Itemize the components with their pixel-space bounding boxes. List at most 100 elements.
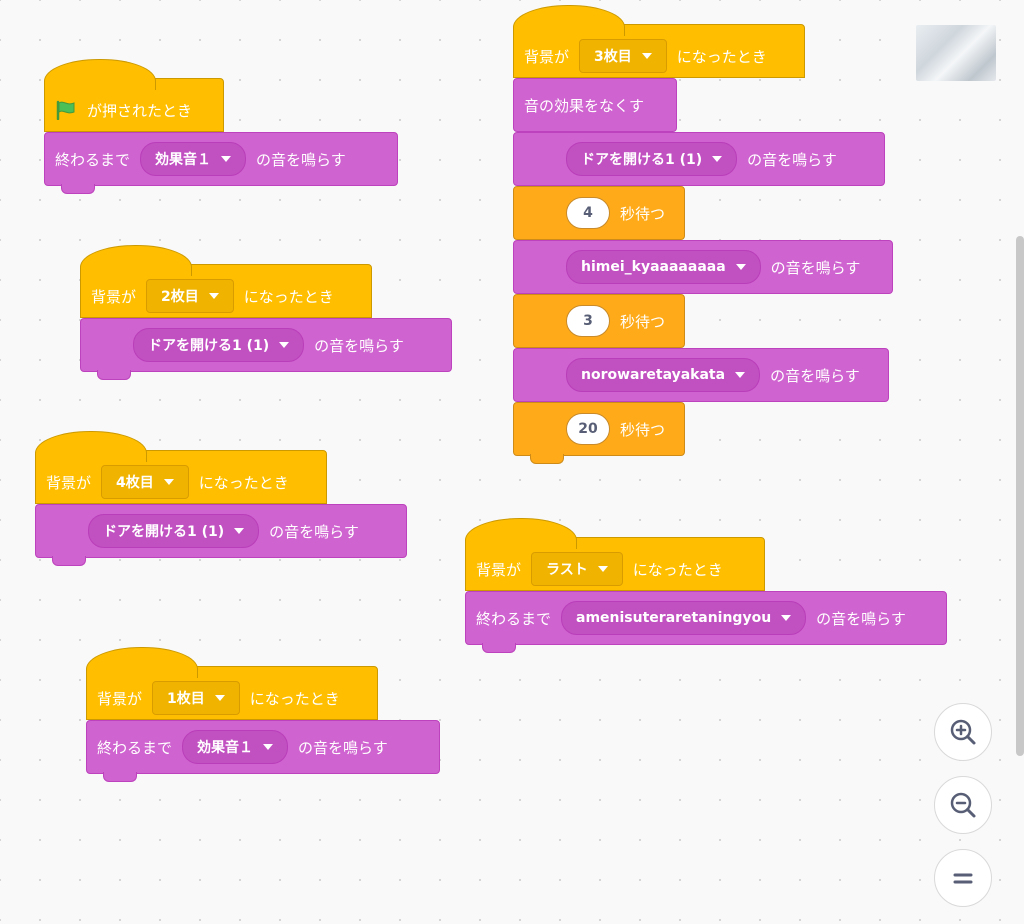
caret-down-icon	[781, 615, 792, 621]
sound-dropdown[interactable]: ドアを開ける1 (1)	[133, 328, 305, 362]
sound-dropdown[interactable]: 効果音１	[140, 142, 247, 176]
backdrop-name: 2枚目	[161, 289, 199, 305]
sound-dropdown[interactable]: himei_kyaaaaaaaa	[566, 250, 761, 284]
block-suffix: の音を鳴らす	[770, 366, 860, 385]
block-suffix: の音を鳴らす	[298, 738, 388, 757]
hat-prefix: 背景が	[91, 287, 137, 306]
caret-down-icon	[208, 293, 219, 299]
sound-name: norowaretayakata	[581, 367, 726, 383]
start-sound-block[interactable]: himei_kyaaaaaaaa の音を鳴らす	[513, 240, 893, 294]
start-sound-block[interactable]: ドアを開ける1 (1) の音を鳴らす	[80, 318, 452, 380]
sound-name: himei_kyaaaaaaaa	[581, 259, 726, 275]
block-suffix: の音を鳴らす	[269, 522, 359, 541]
backdrop-name: 3枚目	[594, 49, 632, 65]
zoom-out-icon	[950, 792, 976, 818]
caret-down-icon	[214, 695, 225, 701]
caret-down-icon	[263, 744, 274, 750]
block-suffix: の音を鳴らす	[747, 150, 837, 169]
caret-down-icon	[735, 264, 746, 270]
hat-prefix: 背景が	[46, 473, 92, 492]
wait-seconds-block[interactable]: 20 秒待つ	[513, 402, 685, 464]
stage-thumbnail[interactable]	[916, 25, 996, 81]
sound-name: 効果音１	[197, 740, 254, 756]
backdrop-name: 1枚目	[167, 691, 205, 707]
backdrop-dropdown[interactable]: 2枚目	[146, 279, 234, 313]
zoom-in-icon	[950, 719, 976, 745]
sound-name: 効果音１	[155, 152, 212, 168]
play-sound-until-done-block[interactable]: 終わるまで amenisuteraretaningyou の音を鳴らす	[465, 591, 947, 653]
clear-sound-effects-block[interactable]: 音の効果をなくす	[513, 78, 677, 132]
when-backdrop-switches-block[interactable]: 背景が 1枚目 になったとき	[86, 647, 378, 720]
script-green-flag[interactable]: が押されたとき 終わるまで 効果音１ の音を鳴らす	[44, 59, 398, 194]
sound-name: ドアを開ける1 (1)	[103, 524, 225, 540]
hat-suffix: になったとき	[198, 473, 289, 492]
wait-seconds-input[interactable]: 4	[566, 197, 610, 229]
start-sound-block[interactable]: norowaretayakata の音を鳴らす	[513, 348, 889, 402]
sound-name: ドアを開ける1 (1)	[148, 338, 270, 354]
block-suffix: の音を鳴らす	[816, 609, 906, 628]
block-suffix: の音を鳴らす	[314, 336, 404, 355]
zoom-reset-icon	[953, 873, 973, 884]
caret-down-icon	[597, 566, 608, 572]
backdrop-name: ラスト	[546, 562, 588, 578]
green-flag-icon	[56, 100, 75, 120]
backdrop-dropdown[interactable]: ラスト	[531, 552, 623, 586]
sound-name: amenisuteraretaningyou	[576, 610, 772, 626]
caret-down-icon	[712, 156, 723, 162]
hat-prefix: 背景が	[524, 47, 570, 66]
block-label: 音の効果をなくす	[524, 96, 645, 115]
backdrop-dropdown[interactable]: 1枚目	[152, 681, 240, 715]
script-backdrop-2[interactable]: 背景が 2枚目 になったとき ドアを開ける1 (1) の音を鳴らす	[80, 245, 452, 380]
start-sound-block[interactable]: ドアを開ける1 (1) の音を鳴らす	[35, 504, 407, 566]
hat-suffix: になったとき	[243, 287, 334, 306]
start-sound-block[interactable]: ドアを開ける1 (1) の音を鳴らす	[513, 132, 885, 186]
block-suffix: 秒待つ	[620, 204, 666, 223]
when-backdrop-switches-block[interactable]: 背景が 2枚目 になったとき	[80, 245, 372, 318]
wait-seconds-block[interactable]: 3 秒待つ	[513, 294, 685, 348]
block-prefix: 終わるまで	[97, 738, 173, 757]
script-backdrop-last[interactable]: 背景が ラスト になったとき 終わるまで amenisuteraretaning…	[465, 518, 947, 653]
wait-seconds-block[interactable]: 4 秒待つ	[513, 186, 685, 240]
wait-seconds-input[interactable]: 3	[566, 305, 610, 337]
hat-suffix: になったとき	[632, 560, 723, 579]
when-flag-clicked-block[interactable]: が押されたとき	[44, 59, 224, 132]
caret-down-icon	[279, 342, 290, 348]
block-suffix: 秒待つ	[620, 420, 666, 439]
script-backdrop-4[interactable]: 背景が 4枚目 になったとき ドアを開ける1 (1) の音を鳴らす	[35, 431, 407, 566]
sound-dropdown[interactable]: 効果音１	[182, 730, 289, 764]
hat-prefix: 背景が	[97, 689, 143, 708]
caret-down-icon	[641, 53, 652, 59]
zoom-out-button[interactable]	[934, 776, 992, 834]
zoom-reset-button[interactable]	[934, 849, 992, 907]
backdrop-dropdown[interactable]: 4枚目	[101, 465, 189, 499]
sound-name: ドアを開ける1 (1)	[581, 152, 703, 168]
sound-dropdown[interactable]: amenisuteraretaningyou	[561, 601, 807, 635]
block-suffix: の音を鳴らす	[770, 258, 861, 277]
hat-suffix: になったとき	[676, 47, 767, 66]
play-sound-until-done-block[interactable]: 終わるまで 効果音１ の音を鳴らす	[86, 720, 440, 782]
sound-dropdown[interactable]: ドアを開ける1 (1)	[566, 142, 738, 176]
hat-prefix: 背景が	[476, 560, 522, 579]
script-backdrop-1[interactable]: 背景が 1枚目 になったとき 終わるまで 効果音１ の音を鳴らす	[86, 647, 440, 782]
block-prefix: 終わるまで	[476, 609, 552, 628]
caret-down-icon	[163, 479, 174, 485]
script-backdrop-3[interactable]: 背景が 3枚目 になったとき 音の効果をなくす ドアを開ける1 (1) の音を鳴…	[513, 5, 893, 464]
backdrop-dropdown[interactable]: 3枚目	[579, 39, 667, 73]
workspace-scrollbar[interactable]	[1016, 236, 1024, 756]
hat-suffix: になったとき	[249, 689, 340, 708]
block-prefix: 終わるまで	[55, 150, 131, 169]
play-sound-until-done-block[interactable]: 終わるまで 効果音１ の音を鳴らす	[44, 132, 398, 194]
caret-down-icon	[221, 156, 232, 162]
hat-label: が押されたとき	[87, 101, 193, 120]
wait-seconds-input[interactable]: 20	[566, 413, 610, 445]
block-suffix: の音を鳴らす	[256, 150, 346, 169]
zoom-in-button[interactable]	[934, 703, 992, 761]
caret-down-icon	[735, 372, 746, 378]
sound-dropdown[interactable]: ドアを開ける1 (1)	[88, 514, 260, 548]
when-backdrop-switches-block[interactable]: 背景が 3枚目 になったとき	[513, 5, 805, 78]
when-backdrop-switches-block[interactable]: 背景が ラスト になったとき	[465, 518, 765, 591]
when-backdrop-switches-block[interactable]: 背景が 4枚目 になったとき	[35, 431, 327, 504]
block-suffix: 秒待つ	[620, 312, 666, 331]
backdrop-name: 4枚目	[116, 475, 154, 491]
sound-dropdown[interactable]: norowaretayakata	[566, 358, 761, 392]
